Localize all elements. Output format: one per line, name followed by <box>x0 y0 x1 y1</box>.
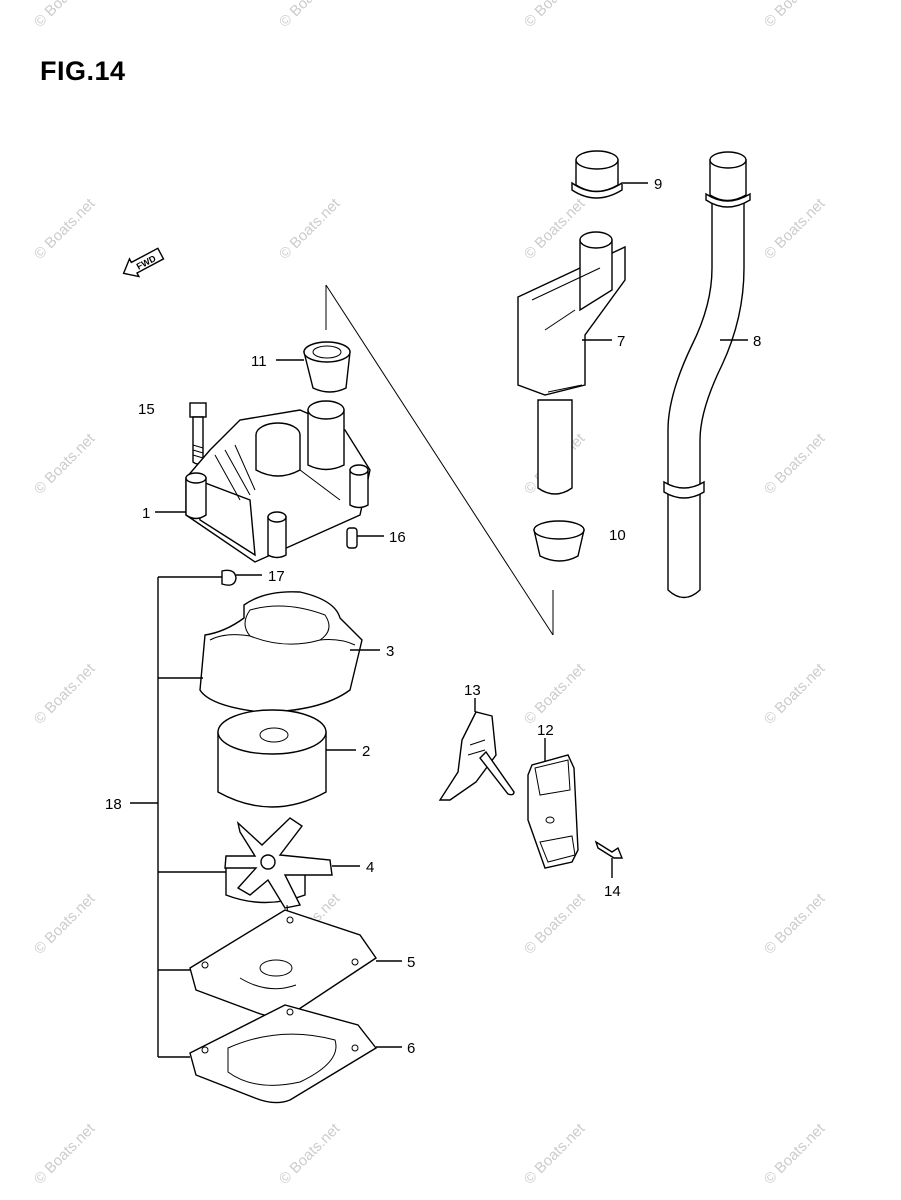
watermark: © Boats.net <box>761 1120 829 1188</box>
impeller-part-4 <box>224 817 333 919</box>
watermark: © Boats.net <box>31 1120 99 1188</box>
watermark: © Boats.net <box>761 0 829 31</box>
figure-title: FIG.14 <box>40 56 126 86</box>
grommet-part-9 <box>571 150 623 199</box>
fwd-arrow-icon: FWD <box>122 247 165 278</box>
callout-labels: 9 7 8 10 11 15 1 16 17 3 2 18 4 5 6 13 1… <box>105 176 761 1057</box>
callout-2: 2 <box>362 743 370 760</box>
callout-18: 18 <box>105 796 122 813</box>
watermark: © Boats.net <box>276 1120 344 1188</box>
callout-1: 1 <box>142 505 150 522</box>
callout-8: 8 <box>753 333 761 350</box>
callout-17: 17 <box>268 568 285 585</box>
callout-10: 10 <box>609 527 626 544</box>
callout-lines <box>130 182 748 1058</box>
plate-part-5 <box>189 909 377 1018</box>
clip-part-12 <box>527 754 579 869</box>
watermark: © Boats.net <box>31 195 99 263</box>
screw-part-14 <box>594 840 624 859</box>
callout-12: 12 <box>537 722 554 739</box>
callout-11: 11 <box>251 353 267 370</box>
watermark: © Boats.net <box>276 195 344 263</box>
callout-13: 13 <box>464 682 481 699</box>
callout-4: 4 <box>366 859 374 876</box>
watermark: © Boats.net <box>31 660 99 728</box>
watermark: © Boats.net <box>31 0 99 31</box>
watermark: © Boats.net <box>761 890 829 958</box>
watermark: © Boats.net <box>521 1120 589 1188</box>
grommet-part-10 <box>533 520 585 562</box>
watermark: © Boats.net <box>521 195 589 263</box>
pin-part-16 <box>346 527 358 549</box>
watermark: © Boats.net <box>521 890 589 958</box>
key-part-17 <box>221 569 237 586</box>
watermark: © Boats.net <box>31 430 99 498</box>
callout-16: 16 <box>389 529 406 546</box>
assembly-line <box>325 284 554 636</box>
callout-14: 14 <box>604 883 621 900</box>
bracket-part-13 <box>438 711 515 801</box>
watermark: © Boats.net <box>761 430 829 498</box>
watermark-grid: © Boats.net © Boats.net © Boats.net © Bo… <box>31 0 829 1188</box>
watermark: © Boats.net <box>521 0 589 31</box>
watermark: © Boats.net <box>31 890 99 958</box>
water-tube-part-8 <box>663 151 751 599</box>
seal-part-11 <box>303 341 351 393</box>
liner-part-2 <box>217 709 327 808</box>
watermark: © Boats.net <box>521 660 589 728</box>
watermark: © Boats.net <box>761 195 829 263</box>
callout-3: 3 <box>386 643 394 660</box>
gasket-part-6 <box>189 1004 378 1104</box>
callout-9: 9 <box>654 176 662 193</box>
watermark: © Boats.net <box>276 0 344 31</box>
callout-6: 6 <box>407 1040 415 1057</box>
watermark: © Boats.net <box>761 660 829 728</box>
callout-7: 7 <box>617 333 625 350</box>
water-tube-part-7 <box>517 231 626 495</box>
callout-5: 5 <box>407 954 415 971</box>
pump-case-part-1 <box>185 400 371 563</box>
gasket-part-3 <box>199 591 363 713</box>
callout-15: 15 <box>138 401 155 418</box>
bolt-part-15 <box>189 402 207 465</box>
